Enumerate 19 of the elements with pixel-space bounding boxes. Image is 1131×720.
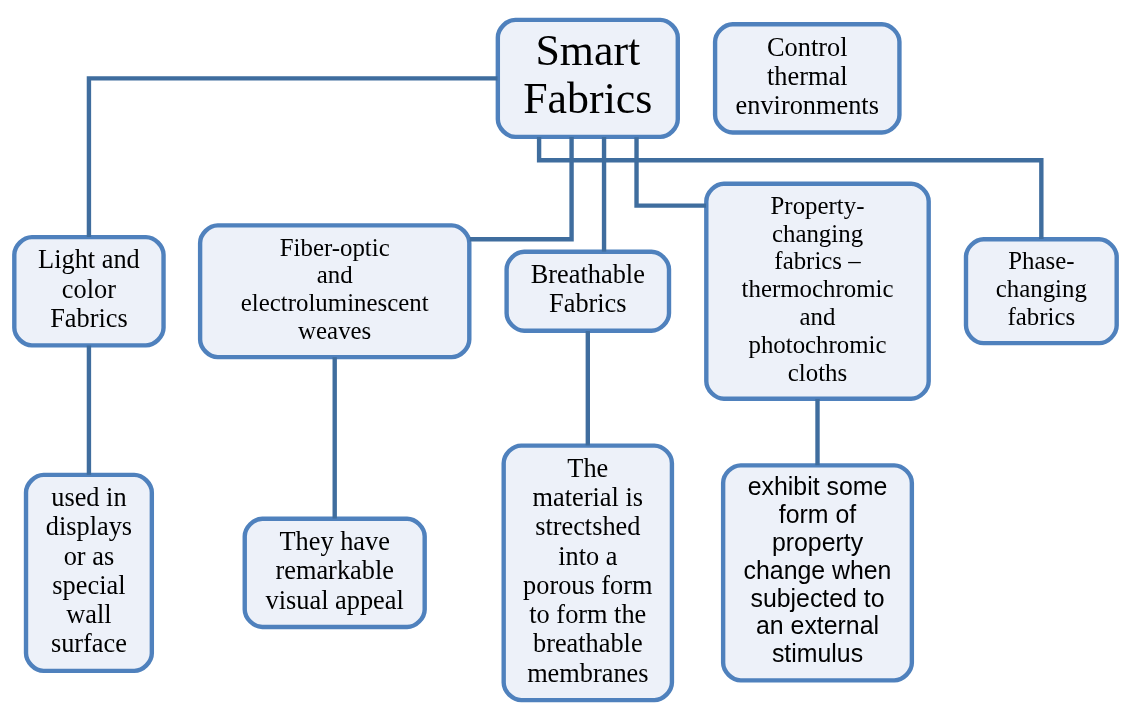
connector <box>332 357 337 519</box>
connector <box>601 137 607 252</box>
node-box: They have remarkable visual appeal <box>242 516 427 630</box>
node-box: Light and color Fabrics <box>12 234 166 348</box>
node-box: Property-changing fabrics – thermochromic and photochromic cloths <box>704 181 931 401</box>
node-box: The material is strectshed into a porous form to form the breathable membranes <box>501 443 675 703</box>
node-box: used in displays or as special wall surface <box>23 472 155 674</box>
node-box: exhibit some form of property change when subjected to an external stimulus <box>720 463 915 683</box>
connector <box>86 345 92 475</box>
connector <box>585 331 590 446</box>
node-box: Breathable Fabrics <box>504 249 672 333</box>
node-box: Phase-changing fabrics <box>963 237 1119 346</box>
connector <box>634 137 706 208</box>
connector <box>815 398 820 466</box>
node-box: Fiber-optic and electroluminescent weaves <box>197 223 472 360</box>
connector <box>469 136 574 242</box>
connector <box>86 76 498 237</box>
node-box: Control thermal environments <box>712 22 902 135</box>
node-box: Smart Fabrics <box>495 17 680 140</box>
